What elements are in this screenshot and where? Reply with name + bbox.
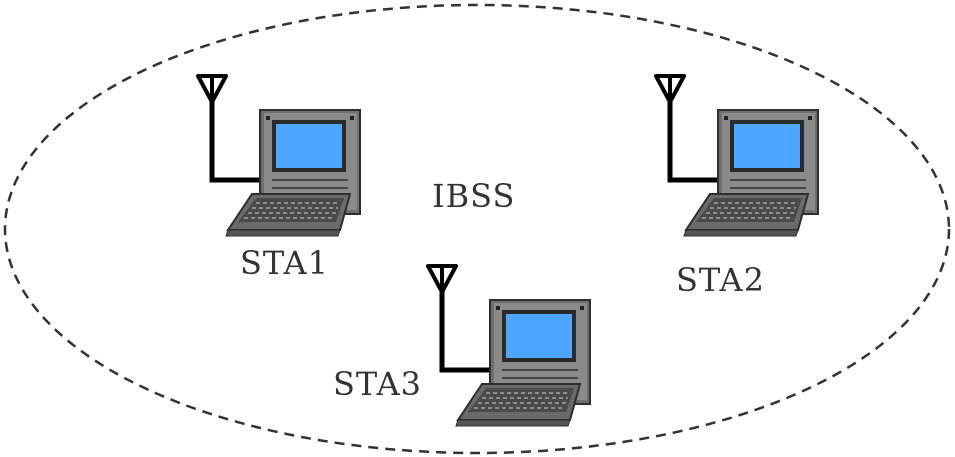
laptop-icon [428,266,590,426]
station-label: STA2 [676,261,765,299]
ibss-boundary [3,3,951,455]
laptop-icon [656,76,818,236]
network-label: IBSS [432,177,516,215]
laptop-icon [198,76,360,236]
station-label: STA3 [333,365,422,403]
station-label: STA1 [240,244,329,282]
